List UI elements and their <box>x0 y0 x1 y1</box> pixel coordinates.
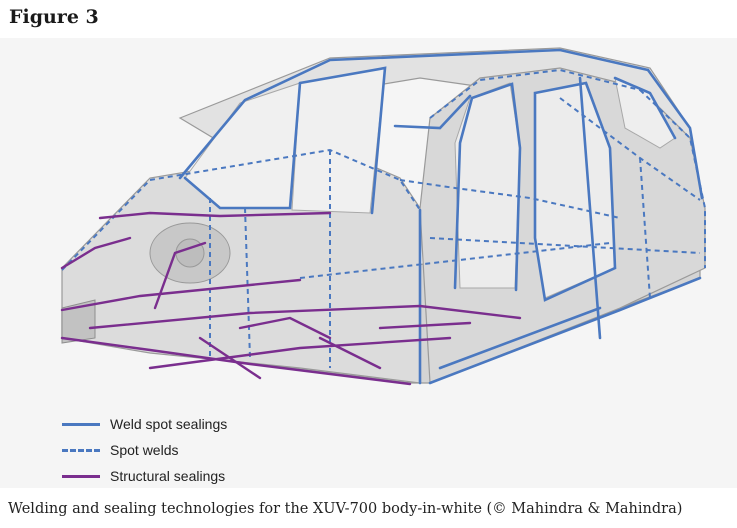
legend-swatch <box>62 422 100 426</box>
spot-weld-lines <box>61 68 706 368</box>
legend-swatch <box>62 474 100 478</box>
legend-item: Weld spot sealings <box>62 411 227 437</box>
body-structure <box>61 47 706 384</box>
legend-label: Weld spot sealings <box>110 416 228 432</box>
figure-caption: Welding and sealing technologies for the… <box>8 501 683 517</box>
legend-label: Spot welds <box>110 442 179 458</box>
weld-spot-sealing-lines <box>178 48 704 385</box>
figure-panel <box>0 38 737 488</box>
car-body-in-white-icon <box>60 47 706 386</box>
structural-sealing-lines <box>60 211 522 386</box>
legend-label: Structural sealings <box>110 468 226 484</box>
figure-title: Figure 3 <box>9 6 99 28</box>
legend-swatch <box>62 448 100 452</box>
legend-item: Structural sealings <box>62 463 227 489</box>
legend-item: Spot welds <box>62 437 227 463</box>
